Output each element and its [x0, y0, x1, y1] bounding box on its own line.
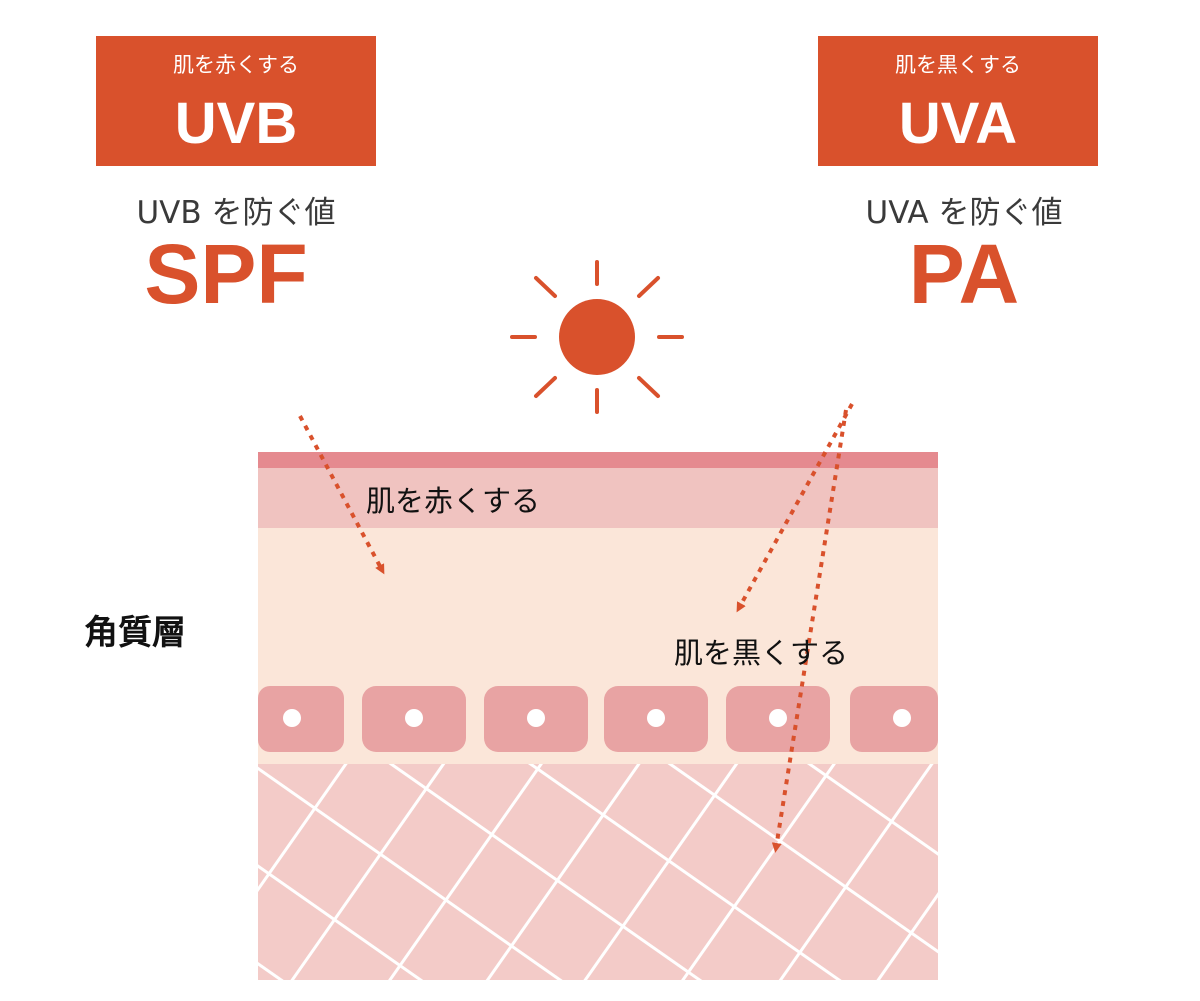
spf-label: SPF: [144, 227, 308, 321]
uva-box-title: UVA: [898, 91, 1018, 156]
stratum-corneum-label: 角質層: [84, 613, 186, 653]
uvb-box-title: UVB: [174, 91, 298, 156]
redden-skin-label: 肌を赤くする: [366, 484, 541, 518]
uvb-arrow: [298, 415, 385, 575]
uvb-caption: UVB を防ぐ値: [136, 195, 336, 231]
uva-caption: UVA を防ぐ値: [865, 195, 1063, 231]
basal-cells: [258, 686, 938, 752]
basal-cell: [604, 686, 708, 752]
basal-cell: [362, 686, 466, 752]
pa-label: PA: [908, 227, 1020, 321]
epidermis-top-layer: [258, 466, 938, 528]
basal-cell: [484, 686, 588, 752]
dermis-layer: [258, 752, 938, 980]
basal-cell: [258, 686, 344, 752]
uvb-box-subtitle: 肌を赤くする: [173, 53, 299, 77]
uvb-box: 肌を赤くする UVB: [96, 36, 376, 166]
basal-cell: [726, 686, 830, 752]
darken-skin-label: 肌を黒くする: [674, 636, 849, 670]
basal-cell: [850, 686, 938, 752]
uva-arrow-deep: [771, 409, 848, 853]
uva-box-subtitle: 肌を黒くする: [895, 53, 1021, 77]
sun-icon: [510, 260, 684, 414]
skin-surface-stripe: [258, 452, 938, 468]
uva-box: 肌を黒くする UVA: [818, 36, 1098, 166]
